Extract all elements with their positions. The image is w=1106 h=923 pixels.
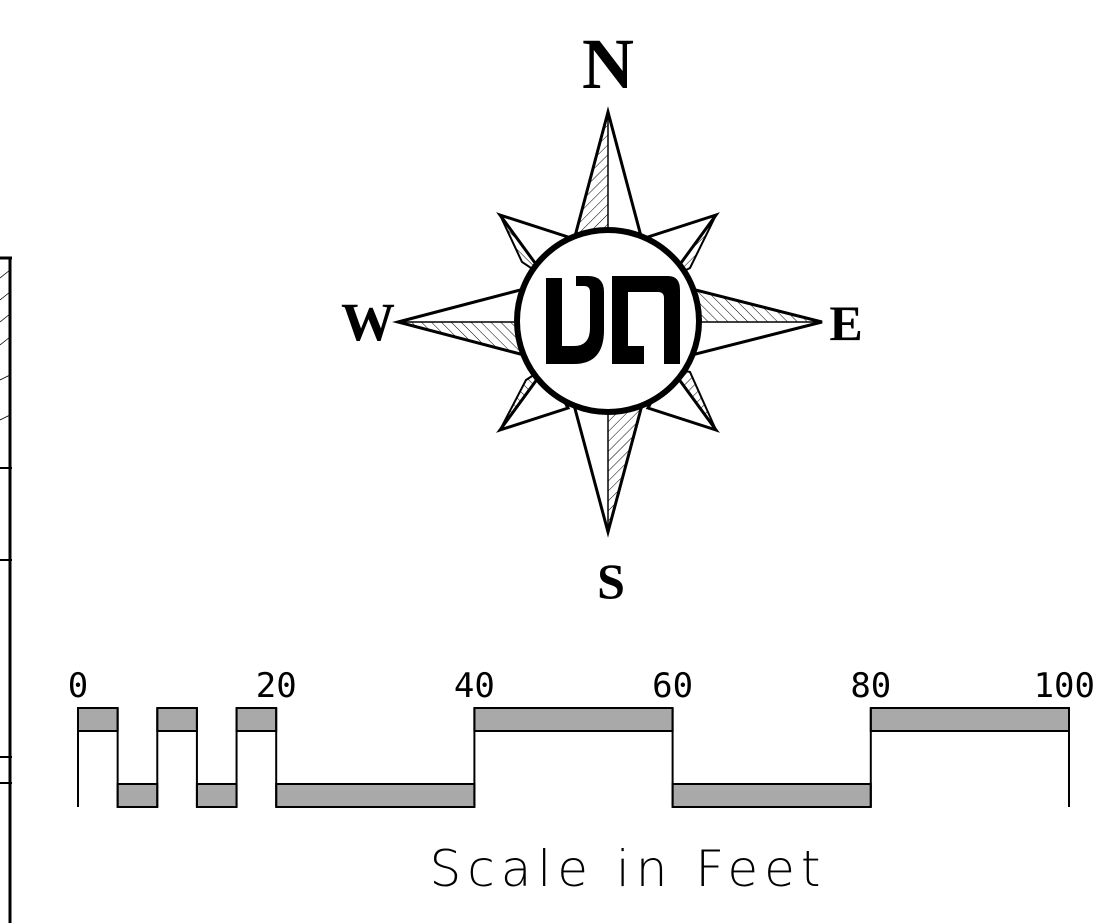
- compass-center-circle: [514, 227, 702, 415]
- scale-segment-2: [156, 707, 198, 732]
- left-frame-fragment: [0, 256, 12, 923]
- scale-segment-7: [671, 783, 872, 808]
- south-point-hatch: [607, 404, 644, 533]
- north-label: N: [582, 24, 634, 104]
- scale-segment-5: [275, 783, 476, 808]
- scale-segment-4: [235, 707, 278, 732]
- scale-segment-6: [473, 707, 674, 732]
- scale-tick-label-20: 20: [256, 666, 297, 706]
- west-label: W: [341, 292, 395, 352]
- east-point-hatch: [687, 287, 823, 323]
- scale-tick-label-80: 80: [850, 666, 891, 706]
- scale-title: Scale in Feet: [429, 840, 826, 898]
- west-point-hatch: [397, 321, 529, 358]
- compass-cardinal-points: [392, 106, 823, 538]
- scale-bar: 0 20 40 60 80 100: [68, 666, 1095, 808]
- compass-rose: [392, 106, 823, 538]
- scale-tick-label-100: 100: [1034, 666, 1095, 706]
- scale-tick-label-0: 0: [68, 666, 88, 706]
- scale-segment-0: [77, 707, 119, 732]
- scale-tick-label-60: 60: [652, 666, 693, 706]
- scale-tick-label-40: 40: [454, 666, 495, 706]
- scale-segment-1: [116, 783, 159, 808]
- east-label: E: [829, 295, 862, 351]
- north-point-hatch: [572, 111, 609, 241]
- da-logo: [546, 276, 680, 364]
- scale-segment-3: [195, 783, 238, 808]
- scale-segment-8: [869, 707, 1070, 732]
- south-label: S: [597, 553, 625, 609]
